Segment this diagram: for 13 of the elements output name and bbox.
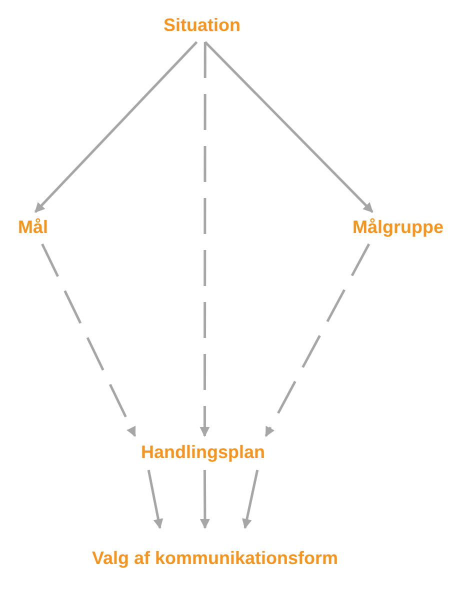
arrow <box>147 470 164 529</box>
node-label: Handlingsplan <box>140 441 265 464</box>
arrow <box>242 470 259 529</box>
arrow <box>41 243 136 437</box>
arrow <box>200 42 210 437</box>
node-label: Situation <box>164 14 240 37</box>
node-label: Valg af kommunikationsform <box>92 547 338 570</box>
node-label: Målgruppe <box>352 216 444 239</box>
arrow <box>200 470 210 529</box>
node-label: Mål <box>18 216 48 239</box>
arrow <box>34 41 198 213</box>
arrow <box>264 243 370 437</box>
arrow <box>204 41 374 213</box>
